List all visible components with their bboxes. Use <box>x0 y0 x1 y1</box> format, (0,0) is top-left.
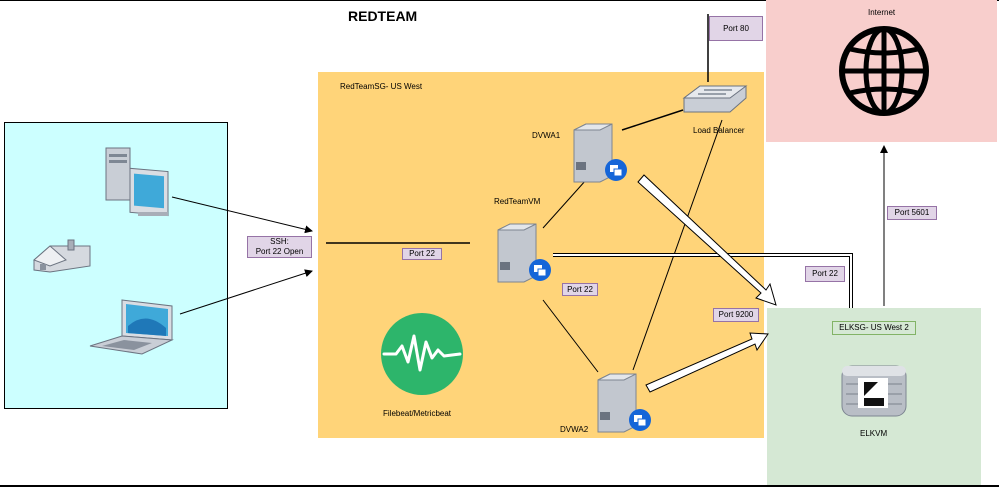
laptop-to-sg-line <box>179 269 313 315</box>
port80-tag: Port 80 <box>709 16 763 41</box>
desktop-to-sg-line <box>171 196 313 234</box>
vm-to-elk-line-inner <box>553 254 852 308</box>
filebeat-label: Filebeat/Metricbeat <box>383 409 452 418</box>
dvwa2-server-icon <box>596 372 654 441</box>
load-balancer-label: Load Balancer <box>693 126 745 135</box>
bottom-border <box>0 485 999 487</box>
load-balancer-icon <box>682 84 748 121</box>
desktop-computer-icon <box>104 146 174 223</box>
ssh-tag-line2: Port 22 Open <box>255 247 304 256</box>
dvwa1-label: DVWA1 <box>532 131 561 140</box>
port22-main-tag: Port 22 <box>402 248 442 260</box>
vm-to-dvwa1-line <box>542 179 587 229</box>
elkvm-label: ELKVM <box>860 429 888 438</box>
dvwa1-server-icon <box>572 122 630 191</box>
security-group-label: RedTeamSG- US West <box>340 82 423 91</box>
dvwa1-to-elk-arrow <box>637 174 777 306</box>
dvwa2-to-elk-arrow <box>645 332 769 393</box>
home-office-icon <box>32 236 94 283</box>
dvwa2-label: DVWA2 <box>560 425 589 434</box>
ssh-tag-line1: SSH: <box>270 237 289 247</box>
port22-elk-tag: Port 22 <box>805 266 845 282</box>
globe-icon <box>838 25 930 122</box>
dvwa1-to-lb-line <box>621 109 684 131</box>
port5601-tag: Port 5601 <box>887 206 937 220</box>
laptop-icon <box>88 296 174 365</box>
elk-server-icon <box>838 362 910 425</box>
heartbeat-monitor-icon <box>380 312 464 401</box>
diagram-title: REDTEAM <box>348 8 418 24</box>
redteamvm-label: RedTeamVM <box>494 197 541 206</box>
redteamvm-server-icon <box>496 222 554 291</box>
ssh-port-tag: SSH:Port 22 Open <box>247 236 312 258</box>
internet-label: Internet <box>868 8 896 17</box>
port22-inner-tag: Port 22 <box>562 283 598 296</box>
top-border <box>0 0 999 1</box>
lb-to-dvwa2-line <box>632 119 723 371</box>
port9200-tag: Port 9200 <box>713 308 759 322</box>
vm-to-dvwa2-line <box>542 299 599 373</box>
elk-group-tag: ELKSG- US West 2 <box>832 321 916 335</box>
